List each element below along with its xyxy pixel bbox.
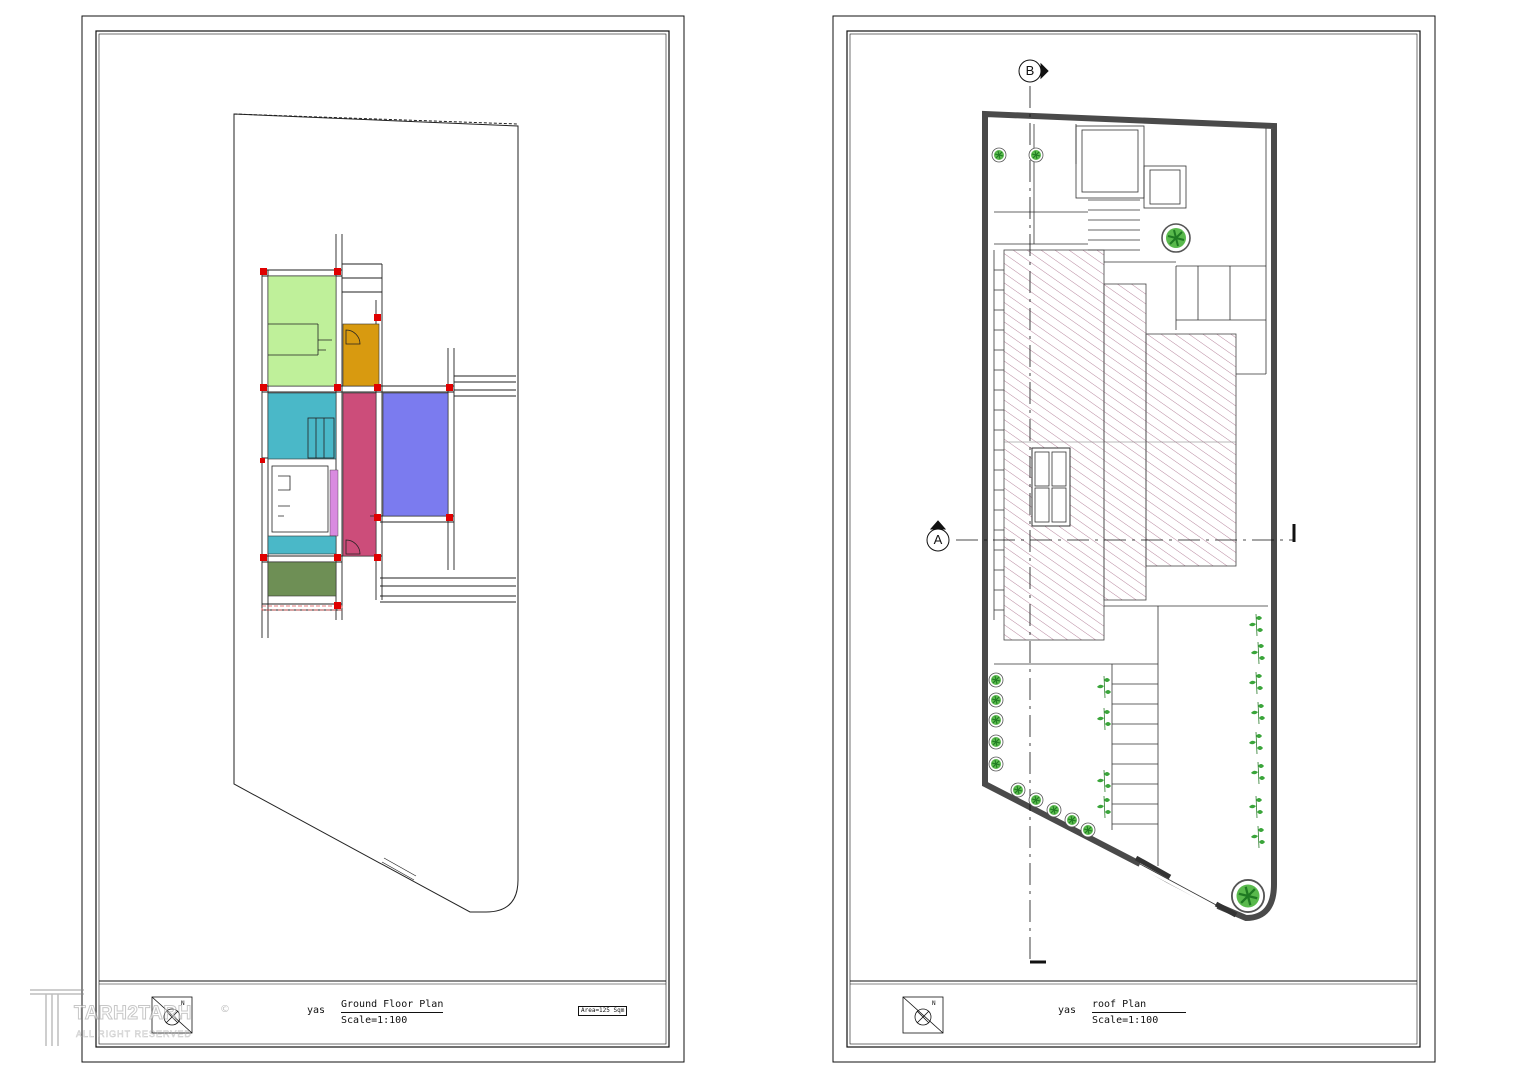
watermark: TARH2TARH ALL RIGHT RESERVED © bbox=[28, 986, 238, 1050]
right-sheet bbox=[832, 15, 1436, 1063]
corridor-room bbox=[342, 392, 377, 557]
left-owner: yas bbox=[307, 1005, 326, 1016]
site-boundary bbox=[233, 113, 519, 913]
storage-room bbox=[342, 323, 380, 387]
north-label-left: N bbox=[181, 1000, 185, 1007]
skylight bbox=[1031, 447, 1071, 527]
section-b-label: B bbox=[1025, 63, 1035, 78]
left-scale: Scale=1:100 bbox=[341, 1015, 408, 1026]
right-owner: yas bbox=[1058, 1005, 1077, 1016]
section-a-label: A bbox=[933, 532, 943, 547]
north-arrow-right bbox=[902, 996, 944, 1034]
living-room bbox=[382, 392, 449, 517]
north-label-right: N bbox=[932, 1000, 936, 1007]
right-plan-title: roof Plan bbox=[1092, 999, 1187, 1013]
watermark-brand: TARH2TARH bbox=[74, 1003, 192, 1025]
watermark-tagline: ALL RIGHT RESERVED bbox=[76, 1029, 192, 1040]
left-sheet bbox=[81, 15, 685, 1063]
section-lines bbox=[926, 59, 1296, 964]
bedroom-room bbox=[267, 275, 337, 387]
bath-room bbox=[267, 392, 337, 460]
balcony-room bbox=[267, 561, 337, 597]
roof-paving bbox=[993, 124, 1268, 866]
left-plan-title: Ground Floor Plan bbox=[341, 999, 444, 1013]
watermark-logo-icon bbox=[30, 989, 84, 1046]
bath-strip bbox=[267, 535, 337, 555]
watermark-copyright: © bbox=[220, 1004, 230, 1015]
roof-parapet bbox=[982, 110, 1277, 922]
north-arrow-left bbox=[151, 996, 193, 1034]
right-scale: Scale=1:100 bbox=[1092, 1015, 1159, 1026]
ground-floor-plan bbox=[260, 234, 516, 638]
area-badge: Area=125 Sqm bbox=[578, 1006, 628, 1016]
pink-strip bbox=[329, 469, 339, 537]
roof-hatch bbox=[1003, 249, 1237, 641]
